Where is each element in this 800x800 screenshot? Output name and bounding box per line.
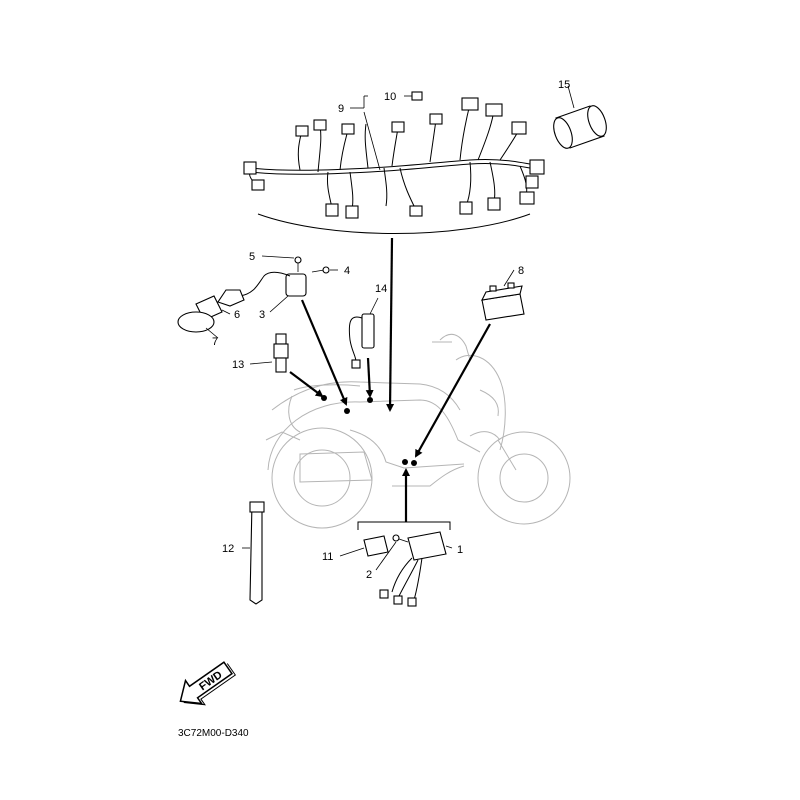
cdi-bracket [357,521,451,530]
callout-1: 1 [457,544,463,556]
cable-band [249,501,265,605]
callout-6: 6 [234,309,240,321]
callout-14: 14 [375,283,387,295]
callout-11: 11 [322,551,333,563]
bolt-4 [311,266,330,274]
callout-3: 3 [259,309,265,321]
cdi-unit [379,531,447,607]
ignition-coil [217,271,307,307]
callout-12: 12 [222,543,234,555]
callout-5: 5 [249,251,255,263]
bolt-5 [294,256,302,272]
wire-harness [243,97,545,219]
scooter-outline [265,333,571,529]
harness-bracket [257,213,531,234]
battery [481,282,525,321]
lead-wire-part [348,313,375,369]
callout-leaders [205,85,575,571]
callout-9: 9 [338,103,344,115]
fwd-arrow-icon: FWD [179,661,237,706]
bolt-2 [392,534,409,543]
rubber-boot [177,311,215,333]
callout-2: 2 [366,569,372,581]
callout-15: 15 [558,79,570,91]
callout-10: 10 [384,91,396,103]
leader-arrows [289,237,491,522]
cylinder-part [553,105,607,149]
sensor [273,333,289,373]
callout-4: 4 [344,265,350,277]
relay [363,535,389,557]
callout-7: 7 [212,336,218,348]
callout-8: 8 [518,265,524,277]
callout-13: 13 [232,359,244,371]
fuse [404,91,423,101]
diagram-code: 3C72M00-D340 [178,728,249,739]
